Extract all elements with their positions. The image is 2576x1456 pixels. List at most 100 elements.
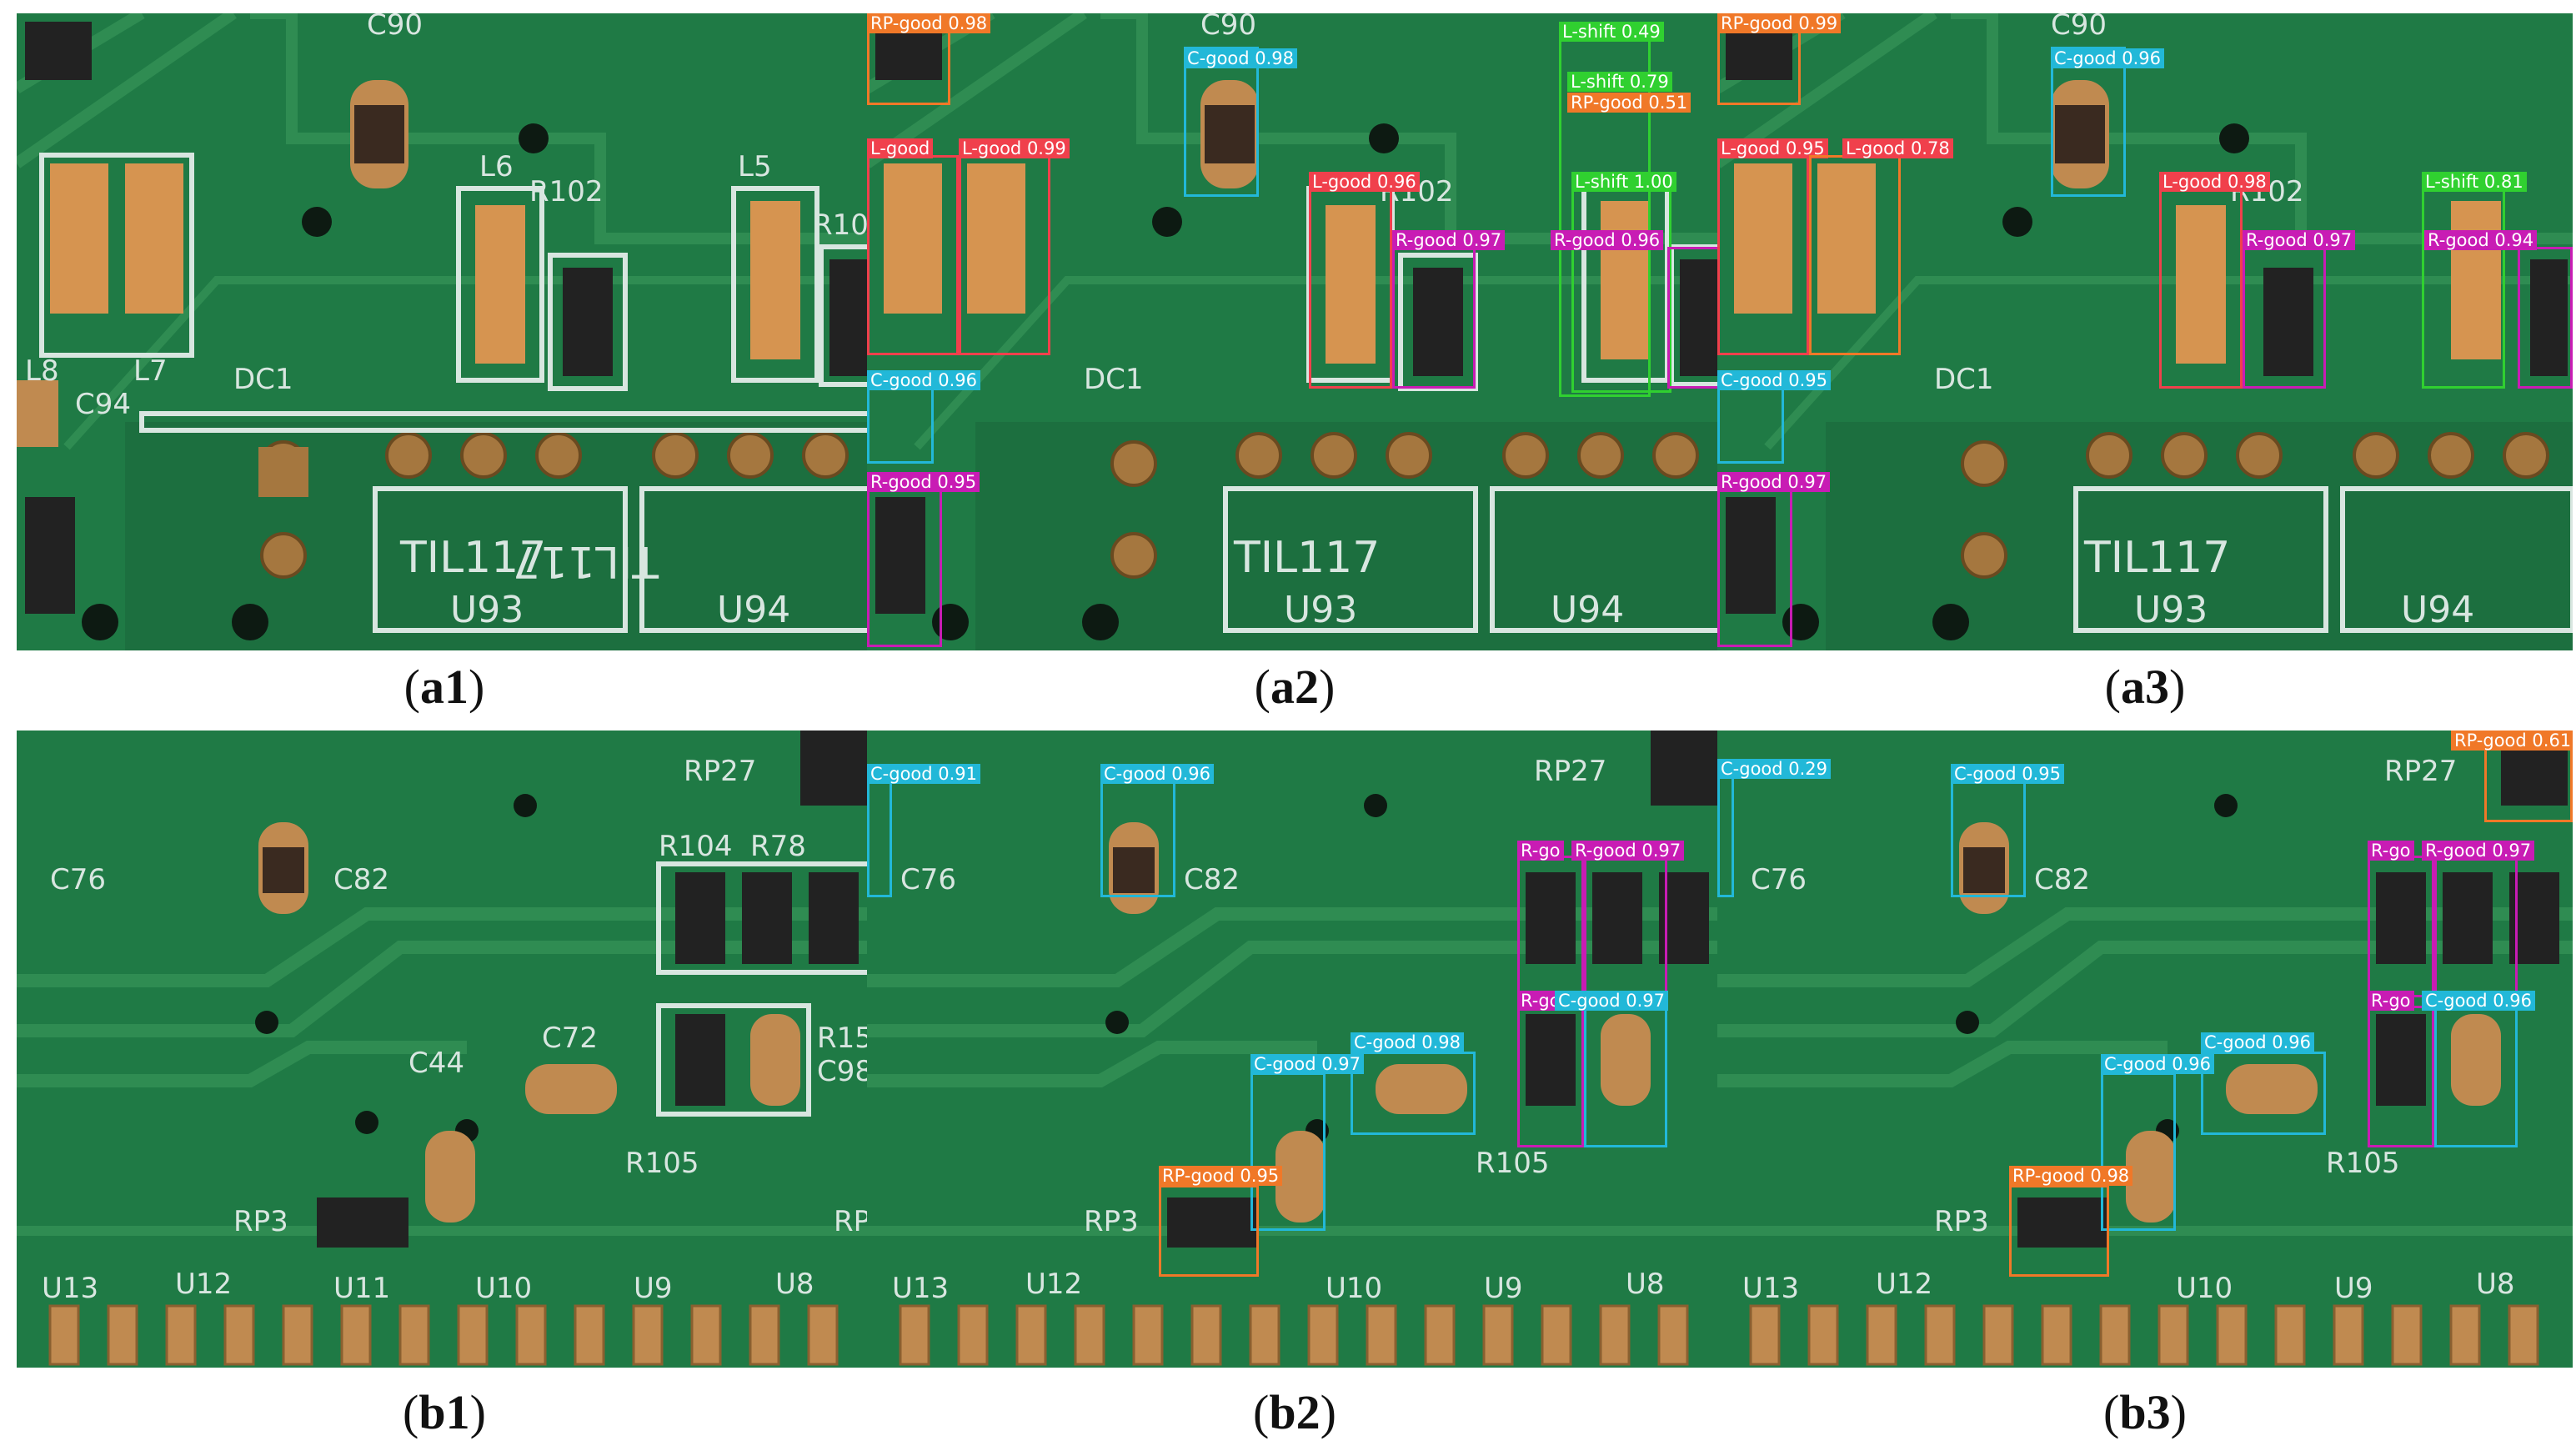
svg-text:U9: U9 xyxy=(1484,1272,1523,1305)
svg-text:U12: U12 xyxy=(1025,1268,1082,1301)
detection-box xyxy=(2243,247,2326,389)
svg-text:RP27: RP27 xyxy=(2384,755,2457,788)
svg-text:U13: U13 xyxy=(1742,1272,1799,1305)
detection-box xyxy=(1309,188,1392,389)
detection-label: L-good 0.99 xyxy=(959,138,1070,158)
detection-label: C-good 0.96 xyxy=(2201,1032,2315,1052)
svg-text:U9: U9 xyxy=(2334,1272,2373,1305)
svg-text:TIL117: TIL117 xyxy=(399,533,546,583)
detection-box xyxy=(2422,188,2505,389)
svg-text:L8: L8 xyxy=(25,354,59,388)
detection-box xyxy=(1351,1052,1476,1135)
detection-box xyxy=(1951,781,2026,897)
detection-box xyxy=(2051,47,2126,197)
detection-label: R-good 0.97 xyxy=(1571,841,1685,861)
detection-label: C-good 0.97 xyxy=(1250,1054,1365,1074)
svg-text:DC1: DC1 xyxy=(1084,363,1144,396)
svg-text:U12: U12 xyxy=(1876,1268,1932,1301)
detection-label: C-good 0.95 xyxy=(1951,764,2065,784)
svg-text:C72: C72 xyxy=(542,1022,598,1055)
svg-text:U94: U94 xyxy=(1551,589,1624,631)
svg-text:RP3: RP3 xyxy=(233,1205,288,1238)
svg-text:C76: C76 xyxy=(1751,863,1807,896)
svg-text:TIL117: TIL117 xyxy=(2083,533,2230,583)
svg-text:U10: U10 xyxy=(475,1272,532,1305)
detection-label: RP-good 0.99 xyxy=(1717,13,1842,33)
svg-text:U13: U13 xyxy=(892,1272,949,1305)
caption-a2: (a2) xyxy=(1254,660,1336,714)
caption-a3: (a3) xyxy=(2104,660,2186,714)
detection-label: R-good 0.96 xyxy=(1551,230,1664,250)
detection-label: R-good 0.97 xyxy=(2422,841,2535,861)
svg-text:U8: U8 xyxy=(1626,1268,1665,1301)
svg-text:C98: C98 xyxy=(817,1055,872,1088)
detection-box xyxy=(2434,856,2518,997)
caption-b3: (b3) xyxy=(2103,1385,2187,1439)
svg-text:C76: C76 xyxy=(50,863,106,896)
svg-text:U8: U8 xyxy=(775,1268,814,1301)
svg-text:TIL117: TIL117 xyxy=(513,536,659,586)
detection-label: C-good 0.91 xyxy=(867,764,981,784)
detection-box xyxy=(2368,1006,2434,1147)
detection-label: C-good 0.96 xyxy=(2422,991,2536,1011)
svg-text:DC1: DC1 xyxy=(233,363,293,396)
svg-text:U9: U9 xyxy=(634,1272,673,1305)
detection-box xyxy=(867,781,892,897)
detection-label: R-good 0.97 xyxy=(1392,230,1506,250)
detection-box xyxy=(1571,184,1671,393)
svg-text:U13: U13 xyxy=(42,1272,98,1305)
detection-box xyxy=(1717,489,1792,647)
detection-box xyxy=(1717,30,1801,105)
svg-text:R105: R105 xyxy=(1476,1147,1550,1180)
detection-label: R-go xyxy=(2368,841,2414,861)
svg-text:RP27: RP27 xyxy=(1534,755,1606,788)
detection-box xyxy=(1809,155,1901,355)
detection-box xyxy=(867,489,942,647)
svg-text:RP27: RP27 xyxy=(684,755,756,788)
detection-label: L-good xyxy=(867,138,934,158)
detection-box xyxy=(1100,781,1175,897)
detection-box xyxy=(1184,47,1259,197)
svg-text:R102: R102 xyxy=(529,175,604,208)
svg-text:U94: U94 xyxy=(717,589,790,631)
caption-b1: (b1) xyxy=(403,1385,486,1439)
detection-label: C-good 0.97 xyxy=(1555,991,1669,1011)
detection-label: L-good 0.96 xyxy=(1309,172,1420,192)
detection-label: L-good 0.98 xyxy=(2159,172,2270,192)
svg-text:R104: R104 xyxy=(659,830,733,863)
detection-label: RP-good 0.98 xyxy=(867,13,991,33)
svg-text:U93: U93 xyxy=(450,589,524,631)
caption-b2: (b2) xyxy=(1253,1385,1336,1439)
svg-text:L5: L5 xyxy=(738,150,772,183)
svg-text:U10: U10 xyxy=(2176,1272,2233,1305)
svg-text:RP3: RP3 xyxy=(1084,1205,1139,1238)
detection-box xyxy=(1584,856,1667,997)
detection-box xyxy=(1717,380,1784,464)
detection-label: C-good 0.29 xyxy=(1717,759,1832,779)
svg-text:U12: U12 xyxy=(175,1268,232,1301)
detection-label: R-good 0.97 xyxy=(1717,472,1831,492)
detection-label: C-good 0.98 xyxy=(1184,48,1298,68)
detection-label: L-shift 0.79 xyxy=(1567,72,1672,92)
svg-text:U94: U94 xyxy=(2401,589,2474,631)
detection-label: C-good 0.96 xyxy=(2101,1054,2215,1074)
detection-label: RP-good 0.95 xyxy=(1159,1166,1283,1186)
detection-label: R-go xyxy=(2368,991,2414,1011)
detection-box xyxy=(959,155,1050,355)
detection-label: C-good 0.98 xyxy=(1351,1032,1465,1052)
detection-label: C-good 0.96 xyxy=(1100,764,1215,784)
detection-box xyxy=(2009,1185,2109,1277)
detection-label: C-good 0.96 xyxy=(2051,48,2165,68)
detection-label: C-good 0.95 xyxy=(1717,370,1832,390)
svg-text:C90: C90 xyxy=(2051,13,2107,42)
svg-text:R15: R15 xyxy=(817,1022,872,1055)
